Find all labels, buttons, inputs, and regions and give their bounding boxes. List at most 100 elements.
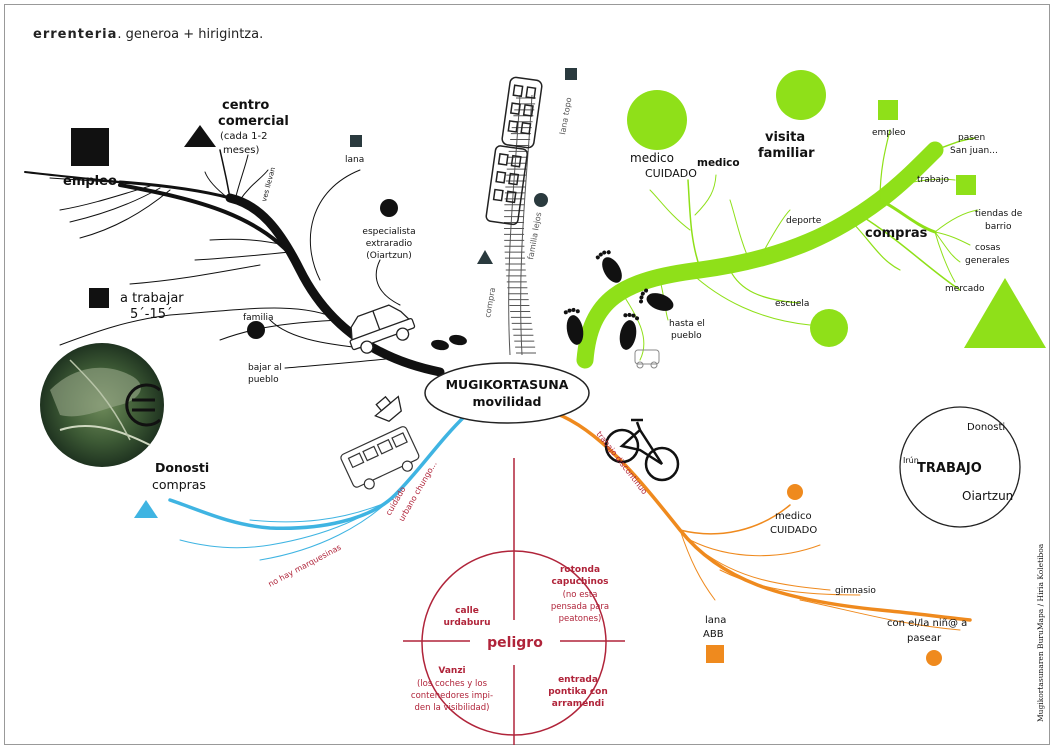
footprints-icon [431, 250, 674, 351]
label-especialista-3: (Oiartzun) [366, 251, 411, 261]
label-familia-lejos: familia lejos [526, 211, 543, 260]
visita-familiar-circle [776, 70, 826, 120]
car-icon [349, 304, 416, 354]
label-time: 5´-15´ [130, 307, 173, 322]
peligro-rotonda-2: capuchinos [551, 577, 608, 587]
peligro-entrada-2: pontika con [548, 687, 608, 697]
peligro-rotonda-3: (no esta [563, 590, 598, 600]
label-visita: visita [765, 130, 805, 145]
label-hasta-1: hasta el [669, 319, 705, 329]
label-especialista-1: especialista [362, 227, 415, 237]
label-lana-topo: lana topo [558, 97, 573, 136]
pasear-dot [926, 650, 942, 666]
peligro-title: peligro [487, 635, 543, 651]
trabajo-circle [899, 406, 1021, 528]
center-title: MUGIKORTASUNA [446, 377, 569, 392]
a-trabajar-square [89, 288, 109, 308]
label-tiendas-1: tiendas de [975, 209, 1023, 219]
title-rest: . generoa + hirigintza. [117, 27, 264, 42]
peligro-vanzi-2: (los coches y los [417, 679, 488, 689]
label-medico-orange: medico [775, 511, 812, 522]
label-tiendas-2: barrio [985, 222, 1012, 232]
label-deporte: deporte [786, 216, 822, 226]
label-no-hay: no hay marquesinas [267, 543, 343, 589]
label-medico: medico [630, 151, 674, 165]
medico-circle [627, 90, 687, 150]
label-trabajo: trabajo [917, 175, 949, 185]
label-compra: compra [483, 287, 497, 319]
peligro-calle-2: urdaburu [443, 618, 490, 628]
mercado-triangle [964, 278, 1046, 348]
donosti-triangle [134, 500, 158, 518]
label-pasen-2: San juan... [950, 146, 998, 156]
peligro-rotonda-4: pensada para [551, 602, 609, 612]
trabajo-title: TRABAJO [917, 461, 982, 476]
label-escuela: escuela [775, 299, 809, 309]
label-ves-llevan: ves llevan [260, 166, 277, 202]
label-cosas-1: cosas [975, 243, 1001, 253]
escuela-circle [810, 309, 848, 347]
peligro-calle-1: calle [455, 606, 479, 616]
label-a-trabajar: a trabajar [120, 291, 184, 306]
label-meses: meses) [223, 145, 259, 156]
familia-lejos-dot [534, 193, 548, 207]
label-lana-orange: lana [705, 615, 726, 626]
label-comercial: comercial [218, 114, 289, 129]
label-cosas-2: generales [965, 256, 1010, 266]
familia-dot [247, 321, 265, 339]
label-donosti-compras: compras [152, 477, 206, 492]
lana-abb-square [706, 645, 724, 663]
blue-branch [168, 414, 467, 561]
label-cuidado: CUIDADO [645, 167, 697, 180]
green-branch [576, 129, 979, 369]
label-abb: ABB [703, 629, 724, 640]
lana-topo-square [565, 68, 577, 80]
trabajo-donosti: Donosti [967, 422, 1005, 433]
label-compras: compras [865, 226, 928, 241]
title-brand: errenteria [33, 27, 118, 42]
peligro-rotonda-5: peatones) [559, 614, 602, 624]
label-pasen-1: pasen [958, 133, 985, 143]
label-con-2: pasear [907, 633, 942, 644]
label-empleo: empleo [63, 174, 117, 189]
credit-text: Mugikortasunaren BuruMapa / Hiria Koleti… [1036, 543, 1045, 722]
peligro-target [403, 458, 625, 745]
label-familia: familia [243, 313, 273, 323]
page-frame [4, 4, 1050, 745]
label-cada: (cada 1-2 [220, 131, 268, 142]
center-subtitle: movilidad [473, 394, 542, 409]
satellite-image [40, 343, 164, 467]
label-bajar-2: pueblo [248, 375, 279, 385]
bus-icon [340, 426, 420, 490]
label-centro: centro [222, 98, 269, 113]
peligro-rotonda-1: rotonda [560, 565, 600, 575]
label-hasta-2: pueblo [671, 331, 702, 341]
peligro-entrada-3: arramendi [552, 699, 604, 709]
boat-icon [374, 395, 402, 423]
euro-icon [125, 383, 161, 427]
empleo-green-square [878, 100, 898, 120]
peligro-vanzi-1: Vanzi [438, 666, 465, 676]
small-car-icon [634, 349, 660, 369]
peligro-vanzi-3: contenedores impi- [411, 691, 493, 701]
train-icon [485, 76, 543, 226]
lana-square [350, 135, 362, 147]
label-con-1: con el/la niñ@ a [887, 618, 967, 629]
label-lana: lana [345, 155, 364, 165]
label-especialista-2: extraradio [366, 239, 413, 249]
label-gimnasio: gimnasio [835, 586, 876, 596]
orange-branch [553, 411, 972, 631]
label-familiar: familiar [758, 146, 815, 161]
label-cuidado-orange: CUIDADO [770, 525, 817, 536]
label-bajar-1: bajar al [248, 363, 282, 373]
peligro-entrada-1: entrada [558, 675, 598, 685]
black-branch [24, 149, 445, 377]
page-title: errenteria. generoa + hirigintza. [33, 27, 263, 42]
compra-triangle [477, 250, 493, 264]
empleo-square [71, 128, 109, 166]
bicycle-icon [604, 418, 680, 482]
label-donosti: Donosti [155, 460, 209, 475]
centro-comercial-triangle [184, 125, 216, 147]
especialista-dot [380, 199, 398, 217]
